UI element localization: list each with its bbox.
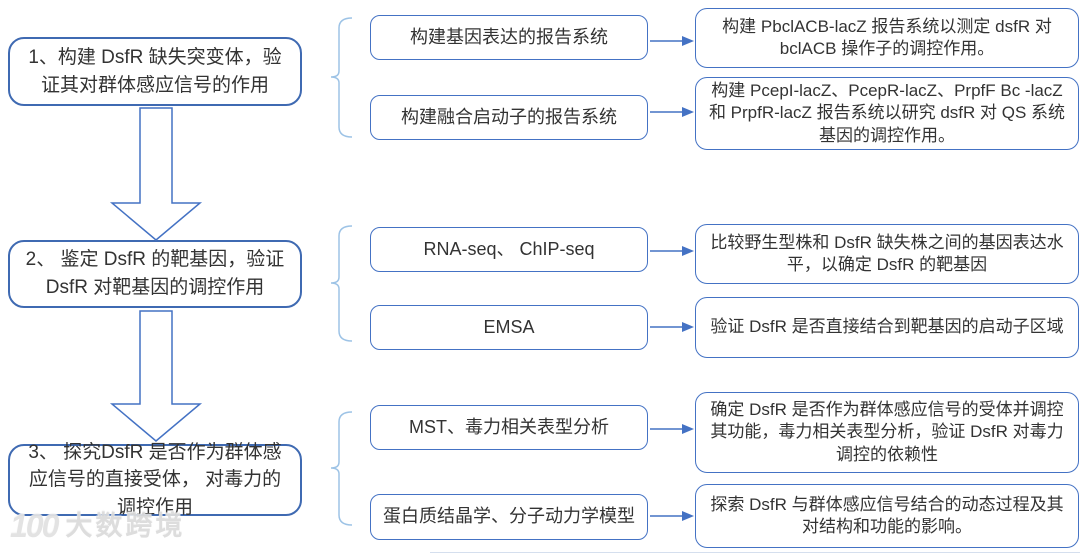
step-box-1: 1、构建 DsfR 缺失突变体，验证其对群体感应信号的作用 — [8, 37, 302, 106]
down-block-arrow-1-icon — [109, 107, 203, 241]
arrow-2-1-icon — [650, 246, 694, 256]
watermark-logo-icon: 100 — [10, 508, 59, 544]
arrow-3-2-icon — [650, 511, 694, 521]
arrow-1-1-icon — [650, 36, 694, 46]
brace-2-icon — [330, 225, 353, 342]
method-box-1-1: 构建基因表达的报告系统 — [370, 15, 648, 60]
arrow-1-2-icon — [650, 107, 694, 117]
detail-box-1-2: 构建 PcepI-lacZ、PcepR-lacZ、PrpfF Bc -lacZ … — [695, 77, 1079, 150]
step-box-2: 2、 鉴定 DsfR 的靶基因，验证 DsfR 对靶基因的调控作用 — [8, 240, 302, 308]
method-box-3-1: MST、毒力相关表型分析 — [370, 405, 648, 450]
brace-3-icon — [330, 411, 353, 526]
detail-box-3-2: 探索 DsfR 与群体感应信号结合的动态过程及其对结构和功能的影响。 — [695, 484, 1079, 548]
method-box-3-2: 蛋白质结晶学、分子动力学模型 — [370, 494, 648, 540]
arrow-3-1-icon — [650, 424, 694, 434]
method-box-1-2: 构建融合启动子的报告系统 — [370, 95, 648, 140]
detail-box-2-2: 验证 DsfR 是否直接结合到靶基因的启动子区域 — [695, 297, 1079, 358]
detail-box-1-1: 构建 PbclACB-lacZ 报告系统以测定 dsfR 对 bclACB 操作… — [695, 8, 1079, 68]
step-box-3: 3、 探究DsfR 是否作为群体感应信号的直接受体， 对毒力的调控作用 — [8, 442, 302, 518]
arrow-2-2-icon — [650, 322, 694, 332]
detail-box-3-1: 确定 DsfR 是否作为群体感应信号的受体并调控其功能，毒力相关表型分析，验证 … — [695, 392, 1079, 473]
method-box-2-1: RNA-seq、 ChIP-seq — [370, 227, 648, 272]
down-block-arrow-2-icon — [109, 310, 203, 442]
watermark-text: 大数跨境 — [65, 511, 186, 542]
brace-1-icon — [330, 17, 353, 138]
bottom-edge-line — [430, 552, 1080, 553]
detail-box-2-1: 比较野生型株和 DsfR 缺失株之间的基因表达水平，以确定 DsfR 的靶基因 — [695, 224, 1079, 284]
watermark: 100 大数跨境 — [10, 510, 185, 542]
method-box-2-2: EMSA — [370, 305, 648, 350]
